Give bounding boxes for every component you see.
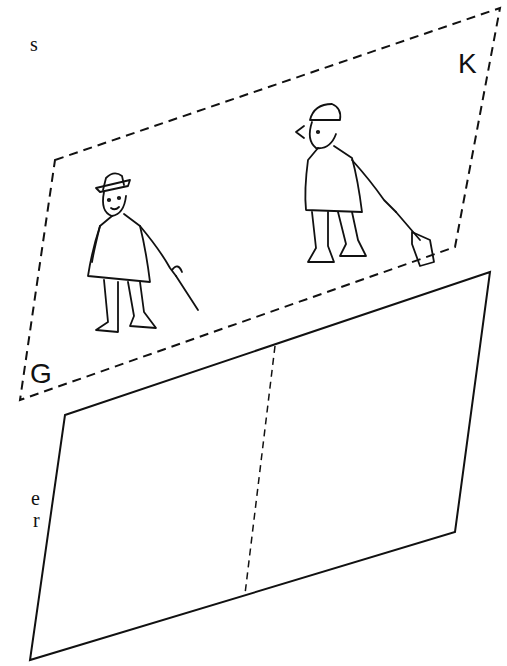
dashed-outline-shape — [20, 8, 500, 400]
dashed-outline — [0, 0, 507, 410]
figure-with-cane — [88, 173, 198, 332]
dashed-divider — [245, 346, 275, 594]
corner-letter: G — [30, 360, 52, 388]
cropped-text: s — [30, 34, 38, 54]
cropped-text: e — [31, 488, 40, 508]
solid-parallelogram — [30, 272, 490, 660]
dashed-parallelogram: KG — [0, 0, 507, 410]
cropped-text: r — [33, 510, 40, 530]
corner-letter: K — [458, 50, 477, 78]
figure-with-shovel — [296, 104, 434, 266]
